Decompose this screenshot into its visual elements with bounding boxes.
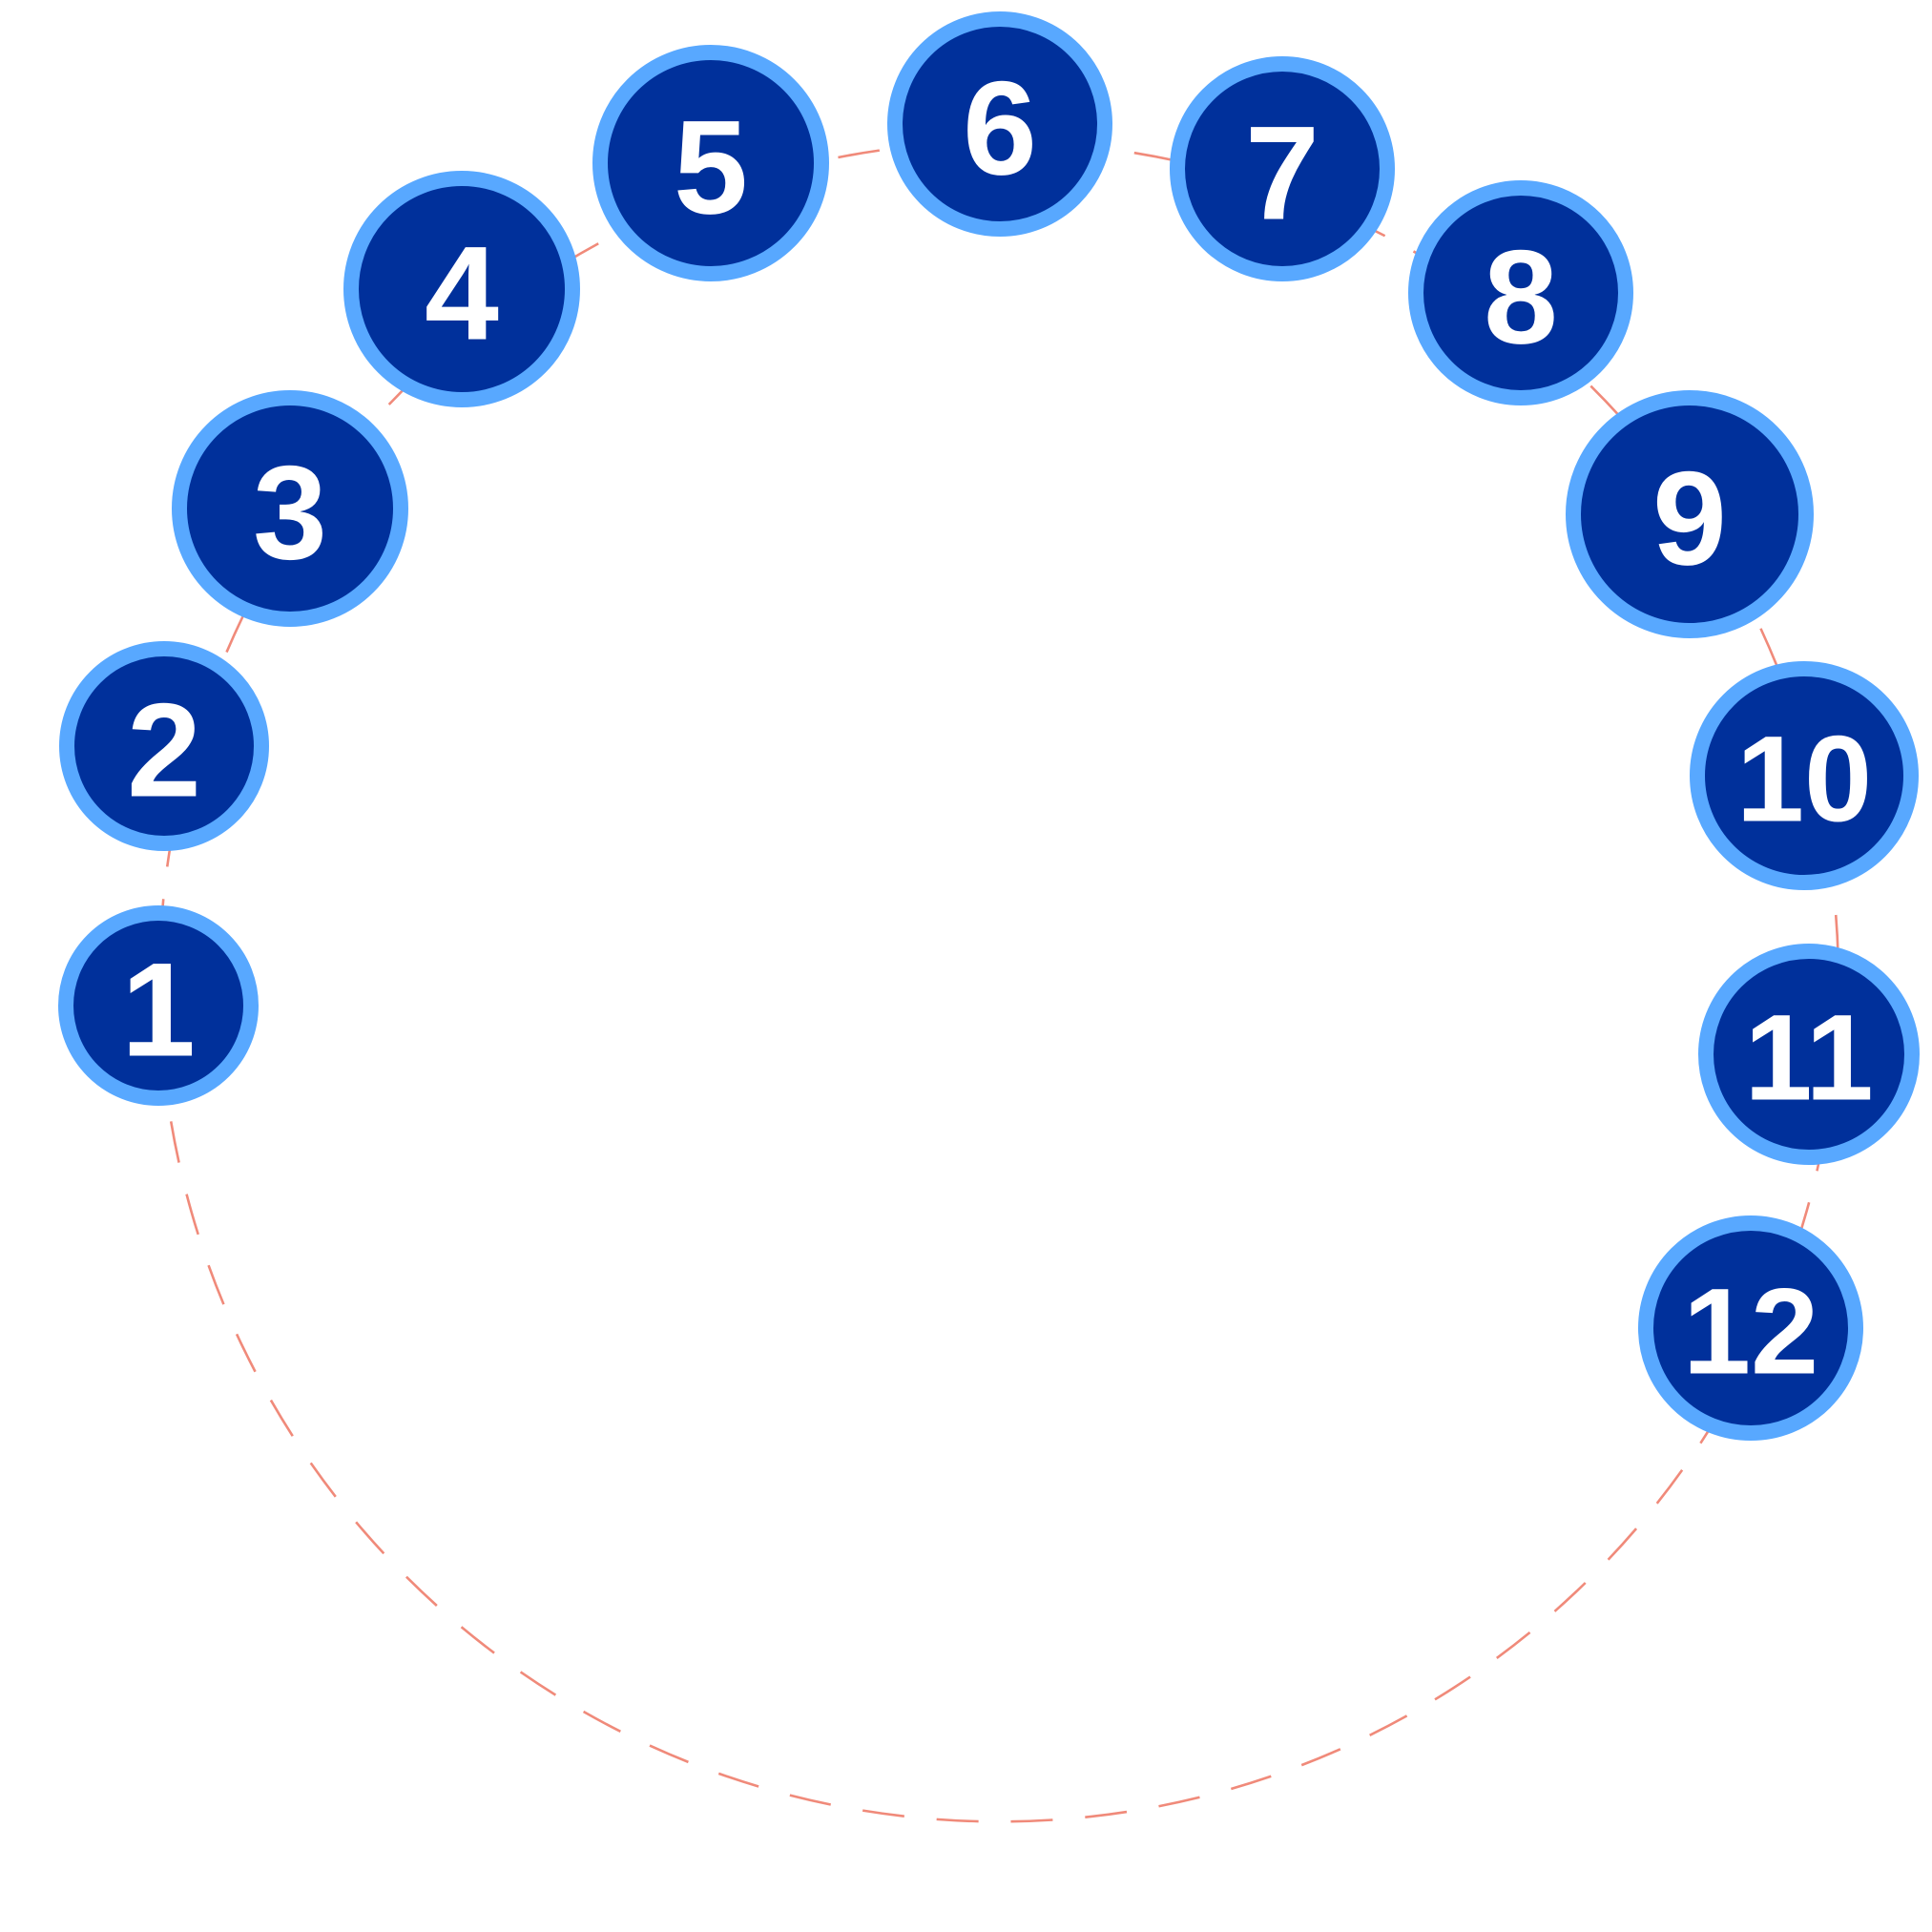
step-node-circle [1170, 56, 1395, 281]
step-node-label: 9 [1652, 444, 1727, 593]
step-node-label: 1 [121, 935, 196, 1085]
step-node-10: 10 [1690, 661, 1919, 890]
step-node-11: 11 [1698, 944, 1920, 1165]
step-node-label: 6 [963, 53, 1037, 203]
step-node-label: 10 [1736, 712, 1872, 848]
step-node-label: 7 [1245, 98, 1319, 248]
step-node-label: 5 [674, 93, 748, 242]
step-node-label: 11 [1744, 990, 1873, 1127]
step-node-4: 4 [343, 171, 580, 407]
step-node-7: 7 [1170, 56, 1395, 281]
step-node-6: 6 [887, 11, 1112, 237]
step-node-label: 12 [1683, 1264, 1818, 1401]
step-node-circle [1690, 661, 1919, 890]
step-node-circle [58, 905, 259, 1106]
step-node-1: 1 [58, 905, 259, 1106]
step-node-label: 3 [253, 438, 327, 588]
step-node-circle [887, 11, 1112, 237]
step-node-circle [1566, 390, 1814, 638]
step-node-label: 2 [127, 675, 201, 825]
step-node-circle [343, 171, 580, 407]
step-node-12: 12 [1638, 1215, 1863, 1441]
step-node-circle [592, 45, 829, 281]
step-node-8: 8 [1408, 180, 1633, 405]
step-node-label: 4 [425, 218, 499, 368]
step-node-circle [1638, 1215, 1863, 1441]
step-node-circle [172, 390, 408, 627]
step-node-label: 8 [1484, 222, 1558, 372]
step-node-3: 3 [172, 390, 408, 627]
step-node-circle [1408, 180, 1633, 405]
step-node-9: 9 [1566, 390, 1814, 638]
step-node-5: 5 [592, 45, 829, 281]
step-node-circle [1698, 944, 1920, 1165]
step-node-2: 2 [59, 641, 269, 851]
step-node-circle [59, 641, 269, 851]
